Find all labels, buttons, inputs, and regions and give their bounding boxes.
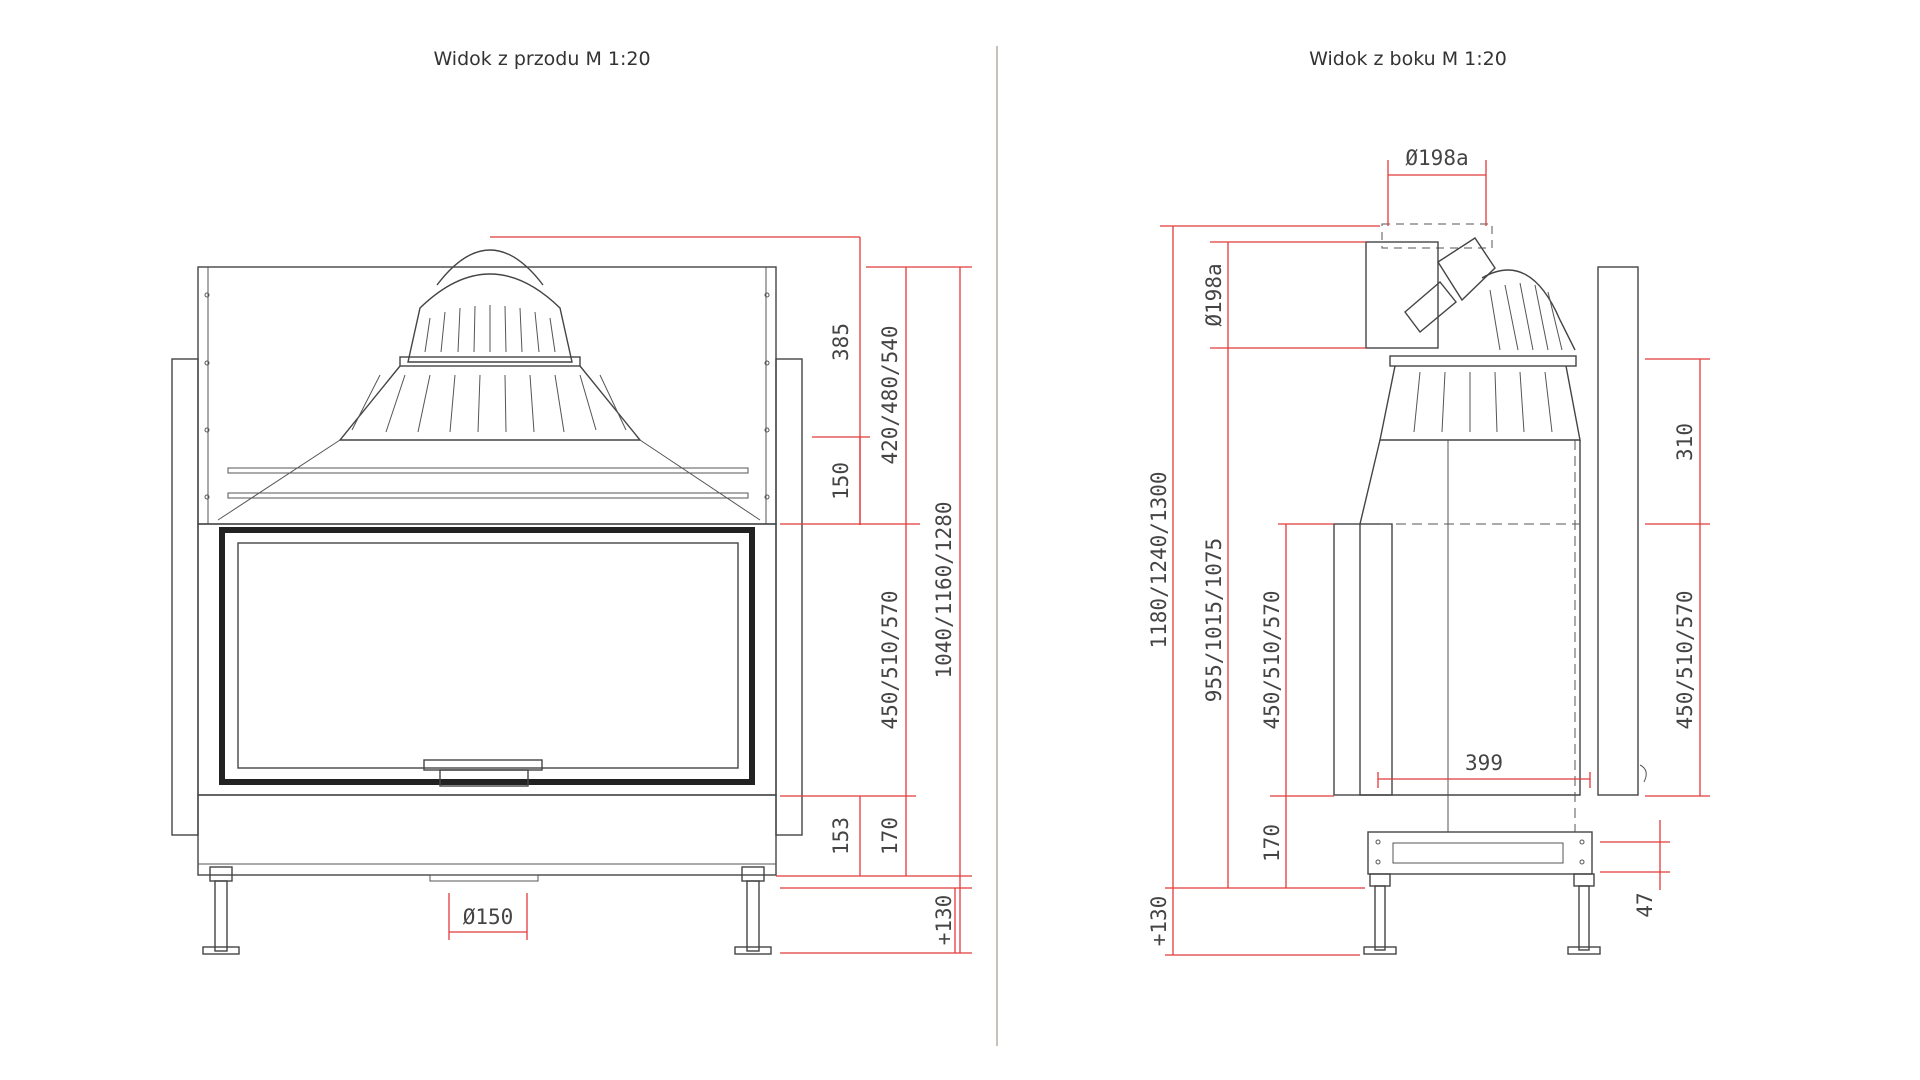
- side-view-drawing: [1333, 223, 1647, 955]
- dim-1180-1240-1300: 1180/1240/1300: [1147, 471, 1171, 648]
- dim-flue-198-top: Ø198a: [1405, 146, 1468, 170]
- dim-plus-130: +130: [932, 895, 956, 946]
- front-dimension-labels: 385 150 420/480/540 450/510/570 1040/116…: [463, 323, 956, 945]
- dim-170: 170: [878, 817, 902, 855]
- front-dimension-lines: [448, 236, 972, 954]
- dim-385: 385: [829, 323, 853, 361]
- dim-flue-150: Ø150: [463, 905, 514, 929]
- dim-450-510-570: 450/510/570: [878, 590, 902, 729]
- dim-flue-198-left: Ø198a: [1202, 263, 1226, 326]
- side-dimension-labels: Ø198a Ø198a 1180/1240/1300 955/1015/1075…: [1147, 146, 1697, 946]
- dim-310: 310: [1673, 423, 1697, 461]
- dim-420-480-540: 420/480/540: [878, 325, 902, 464]
- side-dimension-lines: [1160, 160, 1710, 956]
- dim-150: 150: [829, 462, 853, 500]
- dim-450-510-570-left: 450/510/570: [1260, 590, 1284, 729]
- dim-153: 153: [829, 817, 853, 855]
- dim-1040-1160-1280: 1040/1160/1280: [932, 501, 956, 678]
- side-view-title: Widok z boku M 1:20: [1309, 48, 1507, 70]
- dim-47: 47: [1633, 892, 1657, 917]
- dim-plus-130-side: +130: [1147, 896, 1171, 947]
- view-divider: [996, 46, 998, 1046]
- dim-955-1015-1075: 955/1015/1075: [1202, 538, 1226, 702]
- dim-399: 399: [1465, 751, 1503, 775]
- dim-170-side: 170: [1260, 824, 1284, 862]
- dim-450-510-570-right: 450/510/570: [1673, 590, 1697, 729]
- front-view-title: Widok z przodu M 1:20: [433, 48, 651, 70]
- front-view-drawing: [171, 249, 803, 955]
